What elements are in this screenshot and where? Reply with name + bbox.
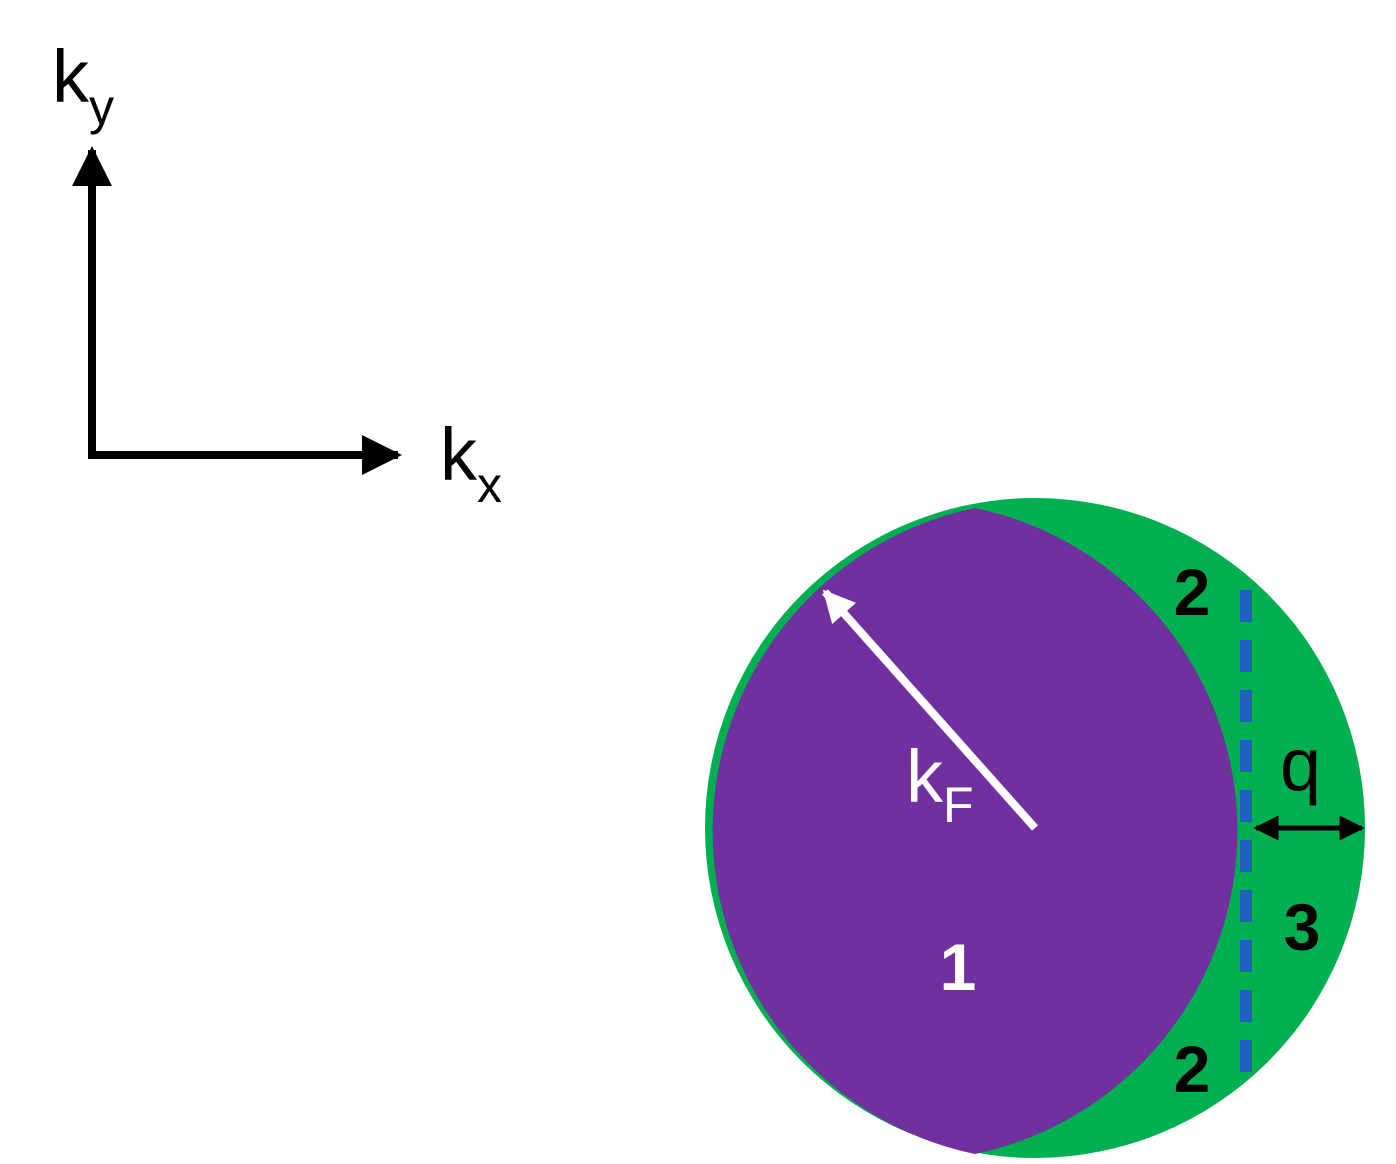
region-2-bottom-label: 2 bbox=[1174, 1032, 1211, 1106]
ky-axis-label: ky bbox=[52, 35, 114, 135]
axes: ky kx bbox=[52, 35, 502, 513]
q-label: q bbox=[1280, 723, 1321, 806]
kf-radius-arrow bbox=[822, 589, 1038, 831]
region-1-label: 1 bbox=[940, 930, 977, 1004]
kf-label: kF bbox=[906, 735, 974, 833]
region-2-top-label: 2 bbox=[1174, 555, 1211, 629]
fermi-sea bbox=[712, 508, 1238, 1154]
kx-axis-label: kx bbox=[440, 413, 502, 513]
region-3-label: 3 bbox=[1284, 890, 1321, 964]
